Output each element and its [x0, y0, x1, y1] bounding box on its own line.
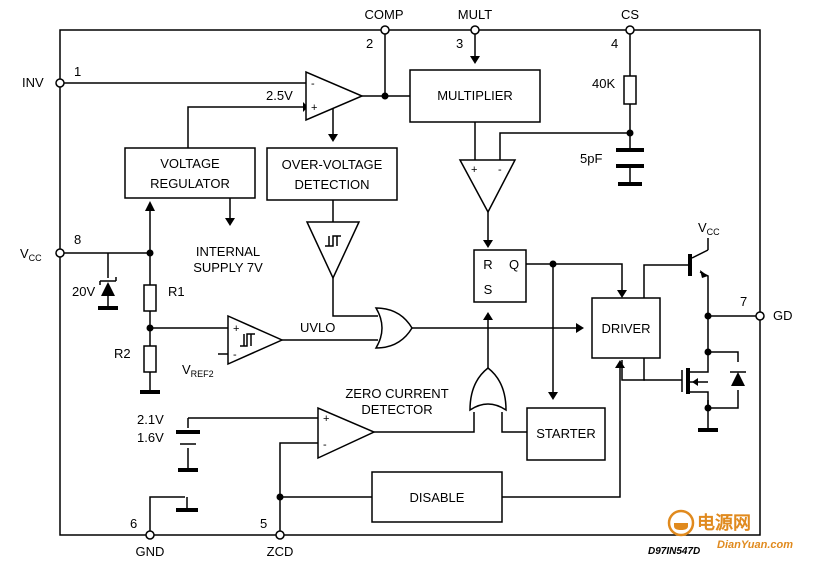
pin-gd: GD 7: [740, 294, 793, 323]
pin-inv-name: INV: [22, 75, 44, 90]
resistor-40k: [623, 75, 637, 105]
pin-zcd-number: 5: [260, 516, 267, 531]
zener-label: 20V: [72, 284, 95, 299]
uvlo-comparator: [227, 314, 284, 366]
zcd-ref-label-2: 1.6V: [137, 430, 164, 445]
junctions: [146, 92, 712, 501]
internal-supply-label-2: SUPPLY 7V: [193, 260, 263, 275]
ovp-label-1: OVER-VOLTAGE: [282, 157, 383, 172]
error-amp-minus: -: [311, 78, 315, 90]
disable-label: DISABLE: [410, 490, 465, 505]
wires: [60, 30, 760, 535]
ff-r-label: R: [483, 257, 492, 272]
pin-gd-number: 7: [740, 294, 747, 309]
pin-comp: COMP 2: [365, 7, 404, 51]
pin-cs: CS 4: [611, 7, 639, 51]
or-gate-zcd: [469, 367, 507, 412]
zcd-comp-plus: +: [323, 413, 329, 425]
hysteresis-icon: [325, 235, 341, 247]
pin-cs-number: 4: [611, 36, 618, 51]
cs-comp-minus: -: [498, 164, 502, 176]
pin-vcc-number: 8: [74, 232, 81, 247]
internal-supply-label-1: INTERNAL: [196, 244, 260, 259]
voltage-regulator-label-2: REGULATOR: [150, 176, 230, 191]
doc-code: D97IN547D: [648, 546, 700, 557]
schmitt-trigger: [305, 221, 361, 280]
pin-inv-number: 1: [74, 64, 81, 79]
watermark-site: DianYuan.com: [717, 539, 793, 551]
cap-5pf-label: 5pF: [580, 151, 602, 166]
vcc-out-label: VCC: [698, 220, 720, 237]
zcd-label-2: DETECTOR: [361, 402, 432, 417]
ovp-block: [266, 147, 398, 201]
driver-label: DRIVER: [601, 321, 650, 336]
pin-zcd-name: ZCD: [267, 544, 294, 559]
pin-vcc: VCC 8: [20, 232, 81, 263]
pin-gnd-name: GND: [136, 544, 165, 559]
arrowheads: [145, 56, 627, 400]
zcd-comp-minus: -: [323, 439, 327, 451]
zener-diode: [101, 282, 115, 296]
r1-label: R1: [168, 284, 185, 299]
res-40k-label: 40K: [592, 76, 615, 91]
error-amp-plus: +: [311, 102, 317, 114]
cs-comp-plus: +: [471, 164, 477, 176]
chip-outline: [59, 29, 761, 536]
zcd-ref-label-1: 2.1V: [137, 412, 164, 427]
ovp-label-2: DETECTION: [294, 177, 369, 192]
or-gate-uvlo: [374, 307, 413, 349]
current-comparator: [458, 159, 517, 214]
r2-label: R2: [114, 346, 131, 361]
pin-cs-name: CS: [621, 7, 639, 22]
ref-2v5-label: 2.5V: [266, 88, 293, 103]
body-diode: [731, 372, 745, 386]
watermark-cn: 电源网: [697, 512, 751, 533]
resistor-r1: [143, 284, 157, 312]
zcd-label-1: ZERO CURRENT: [345, 386, 448, 401]
starter-block: [526, 407, 606, 461]
pin-mult: MULT 3: [456, 7, 492, 51]
watermark-logo: 电源网 DianYuan.com: [667, 509, 793, 551]
uvlo-label: UVLO: [300, 320, 335, 335]
multiplier-label: MULTIPLIER: [437, 88, 513, 103]
uvlo-minus: -: [233, 349, 237, 361]
driver-block: [591, 297, 661, 359]
pin-inv: INV 1: [22, 64, 81, 90]
pin-mult-name: MULT: [458, 7, 492, 22]
pin-gd-name: GD: [773, 308, 793, 323]
ff-s-label: S: [484, 282, 493, 297]
capacitor-5pf: [616, 148, 644, 168]
pin-comp-number: 2: [366, 36, 373, 51]
multiplier-block: [409, 69, 541, 123]
vref2-label: VREF2: [182, 362, 214, 379]
uvlo-hysteresis-icon: [240, 333, 255, 347]
resistor-r2: [143, 345, 157, 373]
voltage-regulator-label-1: VOLTAGE: [160, 156, 220, 171]
ff-q-label: Q: [509, 257, 519, 272]
zcd-comparator: [317, 406, 376, 460]
pin-gnd-number: 6: [130, 516, 137, 531]
starter-label: STARTER: [536, 426, 595, 441]
pin-comp-name: COMP: [365, 7, 404, 22]
rs-flipflop: [473, 249, 527, 303]
pin-gnd: GND 6: [130, 516, 164, 559]
disable-block: [371, 471, 503, 523]
voltage-regulator-block: [124, 147, 256, 199]
pin-zcd: ZCD 5: [260, 516, 293, 559]
pin-mult-number: 3: [456, 36, 463, 51]
error-amplifier: [305, 70, 364, 122]
uvlo-plus: +: [233, 323, 239, 335]
pin-vcc-name: VCC: [20, 246, 42, 263]
